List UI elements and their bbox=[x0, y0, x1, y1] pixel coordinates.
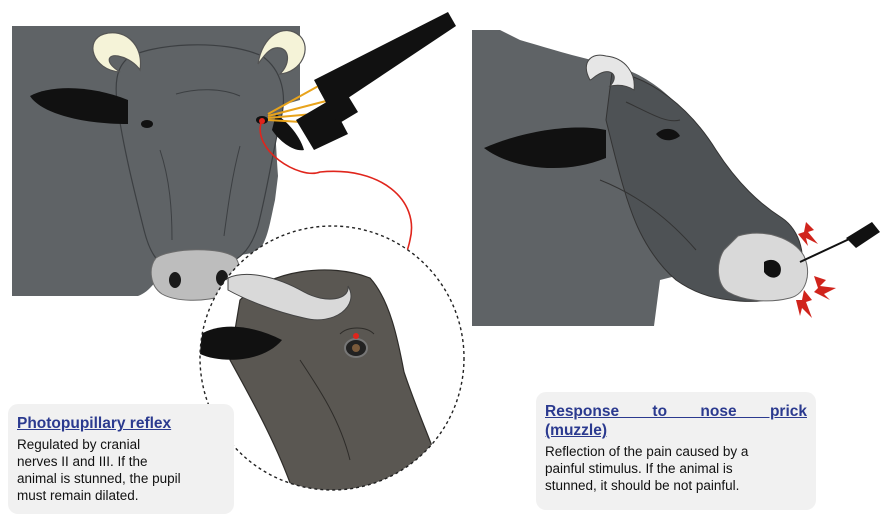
cow-side-view bbox=[472, 30, 808, 326]
nose-prick-text: Reflection of the pain caused by a painf… bbox=[545, 443, 816, 494]
nose-prick-title-line2: (muzzle) bbox=[545, 422, 607, 439]
right-text-line: painful stimulus. If the animal is bbox=[545, 461, 733, 476]
magnifier-circle bbox=[198, 226, 464, 500]
nerve-end-dot bbox=[353, 333, 359, 339]
nerve-start-dot bbox=[259, 118, 265, 124]
cow-front-eye-left bbox=[141, 120, 153, 128]
cow-front-nostril-left bbox=[169, 272, 181, 288]
left-text-line: nerves II and III. If the bbox=[17, 454, 148, 469]
photopupillary-reflex-title: Photopupillary reflex bbox=[17, 414, 234, 433]
left-text-line: animal is stunned, the pupil bbox=[17, 471, 181, 486]
flashlight-icon bbox=[296, 12, 456, 150]
nose-prick-response-panel: Response to nose prick (muzzle) Reflecti… bbox=[536, 392, 816, 510]
left-text-line: Regulated by cranial bbox=[17, 437, 140, 452]
left-text-line: must remain dilated. bbox=[17, 488, 139, 503]
right-text-line: Reflection of the pain caused by a bbox=[545, 444, 748, 459]
nose-prick-title-line1: Response to nose prick bbox=[545, 403, 807, 420]
right-text-line: stunned, it should be not painful. bbox=[545, 478, 739, 493]
photopupillary-reflex-text: Regulated by cranial nerves II and III. … bbox=[17, 436, 234, 504]
nose-prick-title: Response to nose prick (muzzle) bbox=[545, 402, 807, 440]
photopupillary-reflex-panel: Photopupillary reflex Regulated by crani… bbox=[8, 404, 234, 514]
